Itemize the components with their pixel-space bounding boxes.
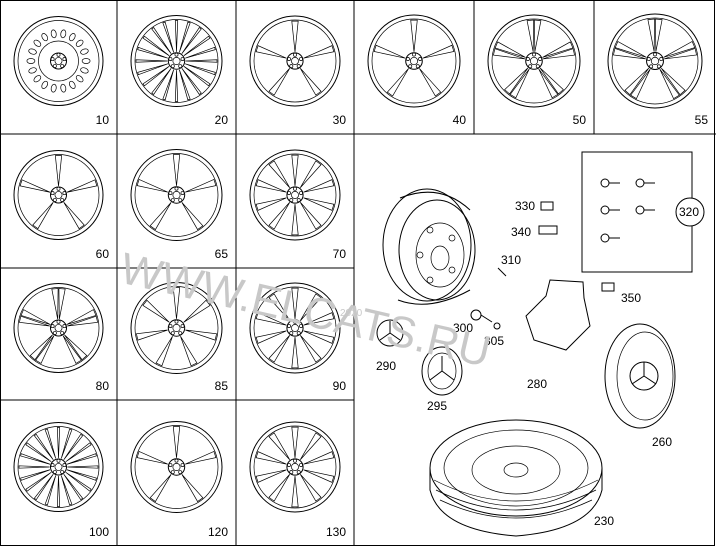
part-label-290: 290 xyxy=(376,359,396,373)
bolt-set-box xyxy=(581,151,705,273)
part-label-260: 260 xyxy=(652,435,672,449)
wheel-cell-100: 100 xyxy=(13,422,109,539)
part-labels: 330 340 310 320 350 300 305 290 280 295 … xyxy=(376,199,699,528)
retaining-ring-drawing xyxy=(525,279,591,351)
wheel-cell-130: 130 xyxy=(249,421,346,539)
bolt-icon-group xyxy=(600,178,655,243)
wheel-cell-80: 80 xyxy=(13,283,110,393)
wheel-cell-55: 55 xyxy=(607,13,709,127)
part-label-295: 295 xyxy=(427,399,447,413)
wheel-cell-50: 50 xyxy=(487,14,587,127)
wheel-cell-40: 40 xyxy=(367,14,467,127)
wheel-label: 60 xyxy=(96,247,110,261)
wheel-label: 90 xyxy=(333,379,347,393)
watermark: WWW.ELCATS.RU 2020 xyxy=(116,244,495,377)
valve-stem-drawing xyxy=(497,267,507,277)
part-label-280: 280 xyxy=(527,377,547,391)
wheel-label: 130 xyxy=(326,525,346,539)
wheel-drawing xyxy=(130,282,223,374)
balance-weight-drawing xyxy=(540,201,554,211)
wheel-cell-10: 10 xyxy=(13,16,110,127)
center-cap-drawing xyxy=(421,346,463,396)
part-label-300: 300 xyxy=(453,321,473,335)
clip-drawing xyxy=(601,282,615,292)
watermark-year: 2020 xyxy=(340,308,363,319)
wheel-label: 85 xyxy=(215,379,229,393)
hub-cap-drawing xyxy=(604,323,676,429)
wheel-cells: 10 20 30 40 50 55 60 65 70 80 85 90 100 120 130 xyxy=(13,13,709,539)
wheel-drawing xyxy=(367,14,461,108)
wheel-drawing xyxy=(130,421,223,513)
wheel-cell-70: 70 xyxy=(249,149,347,261)
wheel-cell-30: 30 xyxy=(249,15,347,127)
wheel-drawing xyxy=(487,14,581,108)
emblem-drawing xyxy=(376,319,404,347)
part-label-310: 310 xyxy=(501,253,521,267)
wheel-drawing xyxy=(607,13,703,109)
wheel-drawing xyxy=(13,283,104,373)
wheel-label: 100 xyxy=(89,525,109,539)
wheel-cell-85: 85 xyxy=(130,282,229,393)
wheel-label: 50 xyxy=(573,113,587,127)
wheel-label: 80 xyxy=(96,379,110,393)
parts-explosion xyxy=(376,151,705,537)
wheel-label: 20 xyxy=(215,113,229,127)
wheel-cell-65: 65 xyxy=(130,149,229,261)
watermark-text: WWW.ELCATS.RU xyxy=(116,244,495,377)
wheel-drawing xyxy=(130,149,223,241)
wheel-cell-120: 120 xyxy=(130,421,228,539)
part-label-305: 305 xyxy=(484,334,504,348)
wheel-drawing xyxy=(13,422,104,512)
wheel-cell-60: 60 xyxy=(13,150,110,261)
steel-wheel-drawing xyxy=(382,188,476,305)
part-label-340: 340 xyxy=(511,225,531,239)
wheel-label: 40 xyxy=(453,113,467,127)
wheel-cell-90: 90 xyxy=(249,282,347,393)
part-label-320: 320 xyxy=(679,205,699,219)
wheel-label: 65 xyxy=(215,247,229,261)
wheel-drawing xyxy=(249,421,341,513)
wheel-cell-20: 20 xyxy=(130,15,229,127)
wheel-drawing xyxy=(130,15,223,107)
wheel-drawing xyxy=(249,282,341,374)
part-label-330: 330 xyxy=(515,199,535,213)
part-label-230: 230 xyxy=(594,514,614,528)
weight-strip-drawing xyxy=(538,225,558,235)
wheel-label: 10 xyxy=(96,113,110,127)
wheel-drawing xyxy=(13,150,104,240)
wheel-drawing xyxy=(249,15,341,107)
wheel-label: 55 xyxy=(695,113,709,127)
wheel-label: 70 xyxy=(333,247,347,261)
part-label-350: 350 xyxy=(621,291,641,305)
wheel-label: 30 xyxy=(333,113,347,127)
wheel-label: 120 xyxy=(208,525,228,539)
wheel-drawing xyxy=(249,149,341,241)
wheel-bolt-drawing xyxy=(470,309,493,323)
wheel-drawing xyxy=(13,16,104,106)
valve-drawing xyxy=(493,322,501,330)
tire-drawing xyxy=(429,419,603,537)
